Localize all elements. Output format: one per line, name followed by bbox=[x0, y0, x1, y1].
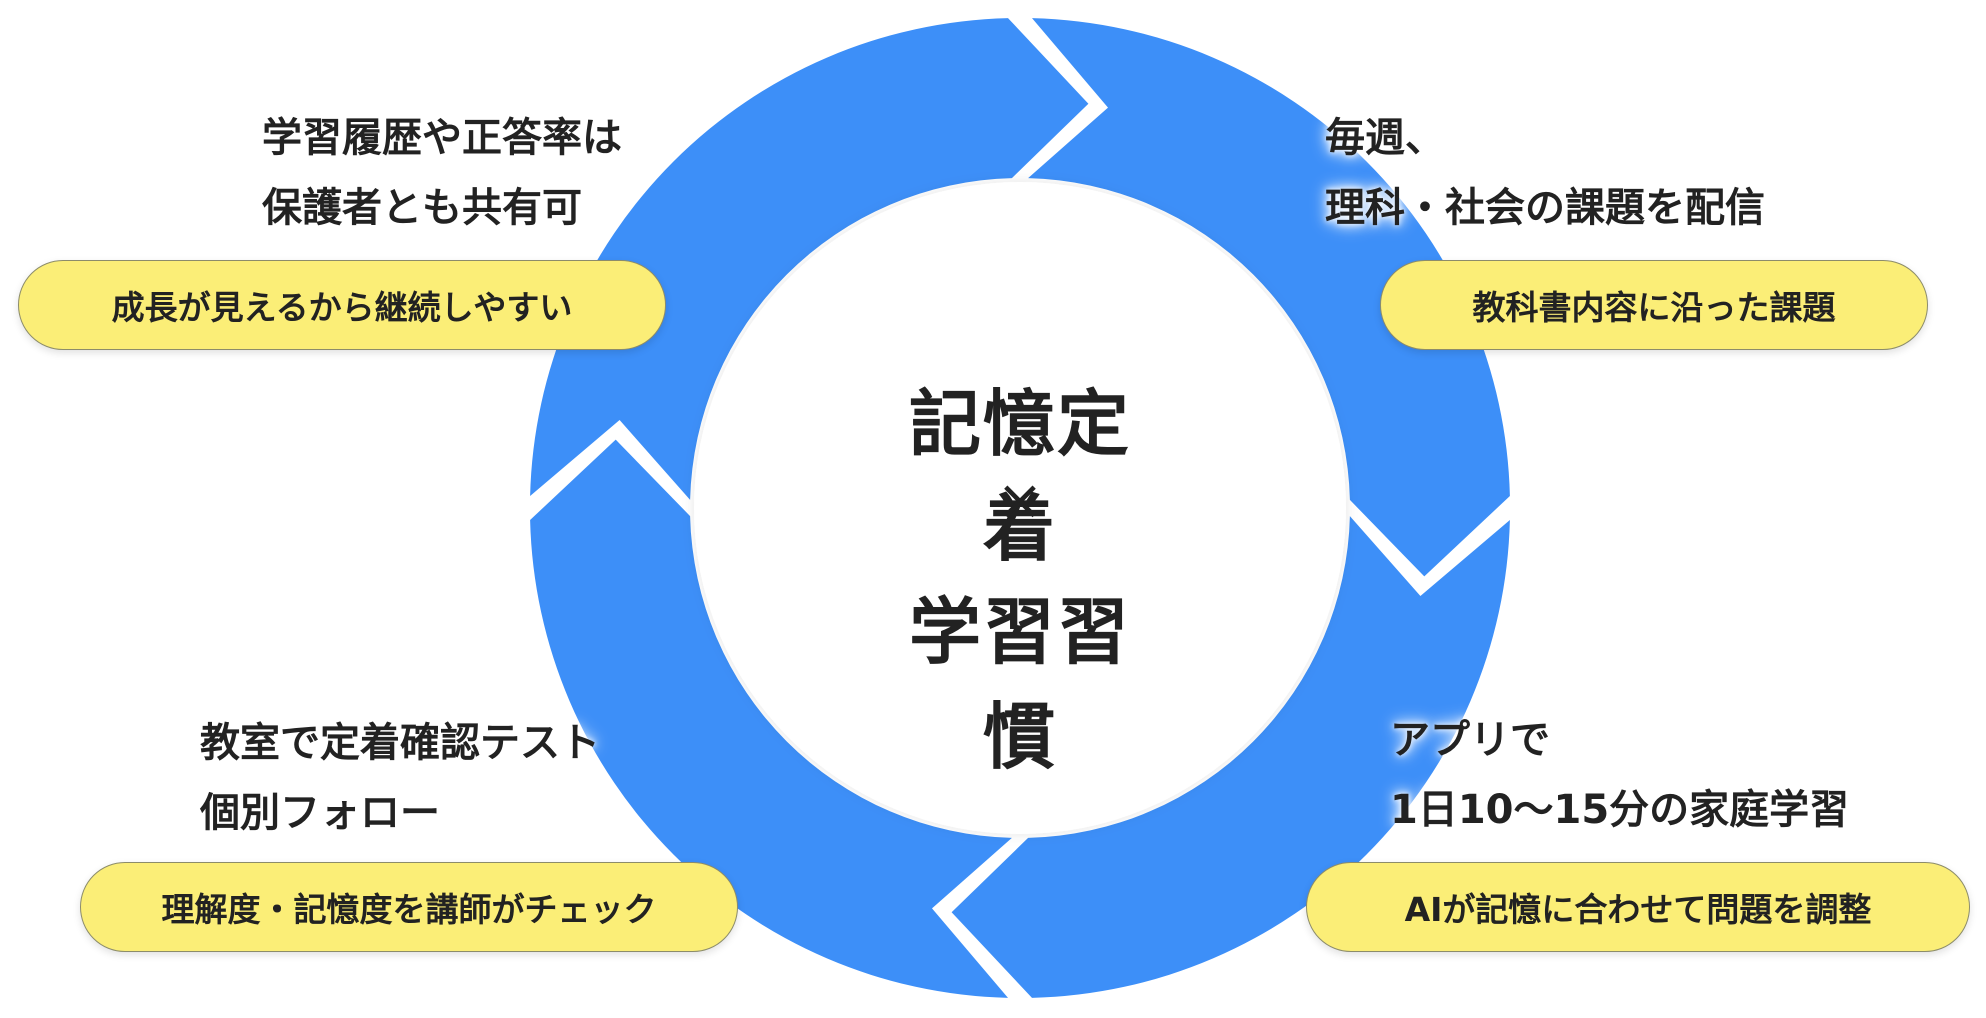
ring-segment-top-right bbox=[1028, 18, 1510, 577]
ring-segment-top-left bbox=[530, 18, 1089, 500]
step-bottom-left-caption: 教室で定着確認テスト 個別フォロー bbox=[200, 708, 600, 848]
step-top-left-line-2: 保護者とも共有可 bbox=[262, 185, 582, 231]
step-bottom-left-line-1: 教室で定着確認テスト bbox=[200, 720, 600, 766]
step-bottom-left-pill: 理解度・記憶度を講師がチェック bbox=[80, 862, 738, 952]
step-top-right-pill: 教科書内容に沿った課題 bbox=[1380, 260, 1928, 350]
step-top-right-line-2: 理科・社会の課題を配信 bbox=[1325, 185, 1765, 231]
ring-segment-bottom-left bbox=[530, 439, 1012, 998]
center-title-habit: 学習習慣 bbox=[908, 590, 1131, 779]
step-bottom-left-line-2: 個別フォロー bbox=[200, 790, 440, 836]
ring-center-disc bbox=[694, 182, 1346, 834]
step-top-left-pill: 成長が見えるから継続しやすい bbox=[18, 260, 666, 350]
center-title-memory: 記憶定着 bbox=[908, 382, 1131, 571]
step-bottom-right-caption: アプリで 1日10〜15分の家庭学習 bbox=[1390, 705, 1849, 845]
step-bottom-right-pill: AIが記憶に合わせて問題を調整 bbox=[1306, 862, 1970, 952]
step-top-left-line-1: 学習履歴や正答率は bbox=[262, 115, 622, 161]
step-top-right-caption: 毎週、 理科・社会の課題を配信 bbox=[1325, 103, 1765, 243]
step-top-left-caption: 学習履歴や正答率は 保護者とも共有可 bbox=[262, 103, 622, 243]
step-top-right-line-1: 毎週、 bbox=[1325, 115, 1445, 161]
step-bottom-right-line-1: アプリで bbox=[1390, 717, 1550, 763]
center-times-symbol: × bbox=[996, 468, 1044, 533]
step-bottom-right-line-2: 1日10〜15分の家庭学習 bbox=[1390, 787, 1850, 833]
ring-segment-bottom-right bbox=[951, 516, 1510, 998]
